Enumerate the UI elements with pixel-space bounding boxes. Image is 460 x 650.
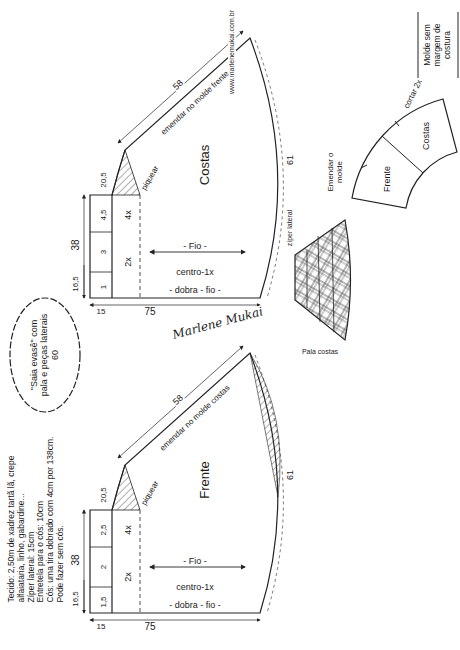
dimension: 38 [70, 553, 82, 566]
dimension: 75 [143, 306, 156, 318]
front-piece-outline [84, 346, 283, 620]
hem-hatch [250, 353, 280, 497]
dimension: 4x [123, 524, 133, 536]
illustration-label: Pala costas [294, 348, 346, 356]
pattern-piece: Costas [90, 38, 280, 298]
center-label: centro-1x [175, 582, 215, 592]
dimension: 58 [170, 77, 186, 93]
note-text: Molde sem margem de costura [423, 9, 452, 81]
fold-label: - dobra - fio - [168, 285, 222, 295]
dimension: 16,5 [71, 275, 80, 293]
watermark: www.marlenemukai.com.br [228, 9, 236, 95]
seam-note: emendar no molde costas [157, 383, 232, 454]
dimension: 4,5 [99, 208, 108, 221]
grain-line-label: - Fio - [182, 241, 208, 251]
dimension: 15 [96, 622, 107, 631]
dimension: 58 [170, 392, 186, 408]
grain-line-label: - Fio - [182, 556, 208, 566]
piece-name: Frente [198, 460, 213, 500]
dimension: 1,5 [99, 595, 108, 608]
dimension: 2x [123, 571, 133, 583]
note-text: piquear [139, 163, 161, 192]
piece-name: Costas [198, 144, 213, 186]
note-line: Entretela para o cós: 10cm [36, 418, 46, 603]
signature: Marlene Mukai [170, 305, 265, 343]
fabric-notes: Tecido: 2,50m de xadrez tartã lã, crepe … [7, 418, 66, 603]
note-line: Zíper lateral: 15cm [26, 418, 36, 603]
dimension: 61 [285, 469, 295, 481]
piece-name: Frente [382, 165, 392, 193]
yoke-piece [352, 99, 457, 208]
dimension: 75 [143, 621, 156, 633]
back-piece-outline [84, 31, 283, 305]
note-line: Cós: uma tira dobrado com 4cm por 138cm.… [46, 418, 66, 603]
dimension: 61 [285, 154, 295, 166]
illustration-label: zíper lateral [286, 209, 294, 248]
dimension: 4x [123, 209, 133, 221]
note-text: cortar 2x [402, 77, 425, 111]
title-text: "Saia evasê" com pala e peças laterais 6… [29, 310, 60, 400]
center-label: centro-1x [175, 267, 215, 277]
dimension: 16,5 [71, 590, 80, 608]
dimension: 2x [123, 256, 133, 268]
dimension: 15 [96, 307, 107, 316]
dimension: 38 [70, 238, 82, 251]
title-cloud: "Saia evasê" com pala e peças laterais 6… [9, 297, 81, 413]
piece-name: Costas [421, 121, 431, 151]
note-line: Tecido: 2,50m de xadrez tartã lã, crepe … [7, 418, 27, 603]
dimension: 3 [99, 249, 108, 255]
yoke-piece: CostasFrente [345, 90, 460, 230]
dimension: 1 [99, 284, 108, 290]
skirt-illustration [295, 220, 351, 340]
dimension: 20,5 [99, 171, 108, 189]
dimension: 20,5 [99, 486, 108, 504]
pattern-piece: Frente [90, 353, 280, 613]
skirt-folds [307, 228, 334, 332]
dimension: 2 [99, 564, 108, 570]
note-text: Emendar o molde [326, 146, 344, 198]
fold-label: - dobra - fio - [168, 600, 222, 610]
dimension: 2,5 [99, 523, 108, 536]
seam-note: emendar no molde frente [158, 68, 231, 137]
note-text: piquear [139, 478, 161, 507]
